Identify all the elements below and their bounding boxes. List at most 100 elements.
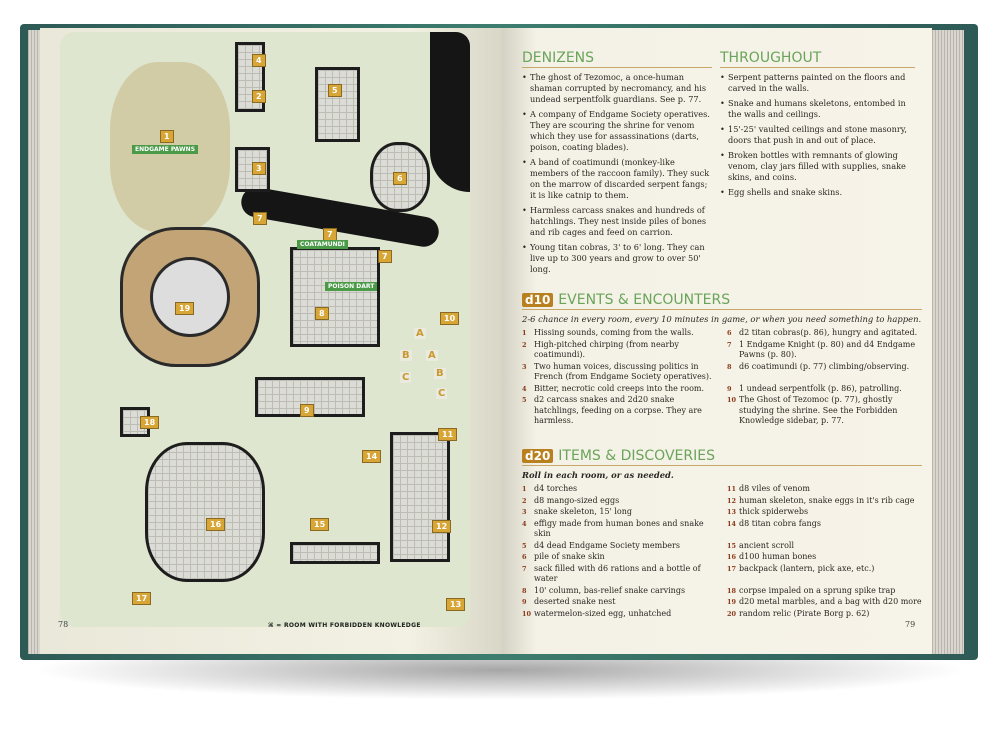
- roll-result: d4 torches: [534, 484, 578, 493]
- roll-result: backpack (lantern, pick axe, etc.): [739, 563, 875, 573]
- throughout-item: Snake and humans skeletons, entombed in …: [720, 98, 915, 120]
- room-number: 12: [432, 520, 452, 533]
- map-tag-coatamundi: COATAMUNDI: [297, 240, 348, 249]
- roll-result: d100 human bones: [739, 552, 817, 561]
- roll-number: 7: [522, 564, 527, 573]
- map-room: [290, 247, 380, 347]
- page-edges-left: [28, 30, 42, 654]
- table-row: 3 snake skeleton, 15' long: [522, 507, 717, 518]
- room-number: 6: [393, 172, 407, 185]
- page-edges-right: [930, 30, 964, 654]
- roll-result: d2 carcass snakes and 2d20 snake hatchli…: [534, 395, 702, 425]
- roll-result: deserted snake nest: [534, 597, 616, 606]
- events-table: 1 Hissing sounds, coming from the walls. 6…: [522, 328, 922, 428]
- roll-result: d8 viles of venom: [739, 484, 810, 493]
- roll-number: 4: [522, 519, 527, 528]
- room-number: 3: [252, 162, 266, 175]
- page-number-left: 78: [58, 620, 69, 629]
- events-note: 2-6 chance in every room, every 10 minut…: [522, 314, 922, 324]
- roll-result: Hissing sounds, coming from the walls.: [534, 328, 694, 337]
- throughout-heading: THROUGHOUT: [720, 50, 915, 68]
- room-number: 4: [252, 54, 266, 67]
- roll-number: 18: [727, 586, 737, 595]
- table-row: 9 1 undead serpentfolk (p. 86), patrollin…: [727, 384, 922, 395]
- room-number: 19: [175, 302, 195, 315]
- map-room: [390, 432, 450, 562]
- denizen-item: The ghost of Tezomoc, a once-human shama…: [522, 72, 712, 105]
- roll-number: 20: [727, 609, 737, 618]
- roll-number: 11: [727, 485, 737, 493]
- roll-number: 2: [522, 496, 527, 505]
- circular-pit: [150, 257, 230, 337]
- d20-badge: d20: [522, 449, 554, 463]
- table-row: 6 pile of snake skin: [522, 552, 717, 563]
- roll-number: 3: [522, 362, 527, 371]
- denizens-section: DENIZENS The ghost of Tezomoc, a once-hu…: [522, 50, 712, 279]
- map-room: [315, 67, 360, 142]
- roll-number: 8: [727, 362, 732, 371]
- roll-number: 6: [522, 553, 527, 561]
- dungeon-map: 1 2 3 4 5 6 7 7 7 8 9 10 11 12 13 14 15 …: [60, 32, 470, 627]
- table-row: 5 d2 carcass snakes and 2d20 snake hatchl…: [522, 395, 717, 427]
- room-number: 10: [440, 312, 460, 325]
- roll-result: d2 titan cobras(p. 86), hungry and agita…: [739, 328, 918, 337]
- roll-number: 10: [522, 609, 532, 618]
- roll-result: Two human voices, discussing politics in…: [534, 361, 712, 382]
- roll-result: snake skeleton, 15' long: [534, 507, 632, 516]
- roll-number: 13: [727, 508, 737, 516]
- roll-result: d8 mango-sized eggs: [534, 495, 620, 505]
- items-note: Roll in each room, or as needed.: [522, 470, 674, 480]
- roll-number: 8: [522, 586, 527, 595]
- throughout-item: Serpent patterns painted on the floors a…: [720, 72, 915, 94]
- roll-number: 9: [727, 384, 732, 393]
- roll-number: 5: [522, 541, 527, 550]
- roll-result: 1 undead serpentfolk (p. 86), patrolling…: [739, 383, 902, 393]
- room-number: 5: [328, 84, 342, 97]
- roll-number: 5: [522, 396, 527, 404]
- room-number: 8: [315, 307, 329, 320]
- throughout-item: 15'-25' vaulted ceilings and stone mason…: [720, 124, 915, 146]
- roll-result: random relic (Pirate Borg p. 62): [739, 608, 870, 618]
- room-number: 11: [438, 428, 458, 441]
- roll-number: 16: [727, 553, 737, 561]
- roll-result: d6 coatimundi (p. 77) climbing/observing…: [739, 361, 910, 371]
- denizen-item: A company of Endgame Society operatives.…: [522, 109, 712, 153]
- roll-result: The Ghost of Tezomoc (p. 77), ghostly st…: [739, 395, 898, 425]
- roll-result: corpse impaled on a sprung spike trap: [739, 585, 896, 595]
- table-row: 1 Hissing sounds, coming from the walls.: [522, 328, 717, 339]
- map-room: [145, 442, 265, 582]
- roll-result: ancient scroll: [739, 540, 794, 550]
- room-number: 18: [140, 416, 160, 429]
- roll-result: sack filled with d6 rations and a bottle…: [534, 563, 701, 584]
- throughout-section: THROUGHOUT Serpent patterns painted on t…: [720, 50, 915, 202]
- denizen-item: A band of coatimundi (monkey-like member…: [522, 157, 712, 201]
- roll-number: 4: [522, 384, 527, 393]
- room-number: 7: [378, 250, 392, 263]
- roll-result: 1 Endgame Knight (p. 80) and d4 Endgame …: [739, 339, 916, 360]
- room-number: 7: [253, 212, 267, 225]
- roll-number: 3: [522, 508, 527, 516]
- table-row: 8 d6 coatimundi (p. 77) climbing/observin…: [727, 362, 922, 383]
- map-legend: ⌘ = ROOM WITH FORBIDDEN KNOWLEDGE: [268, 622, 421, 629]
- roll-number: 6: [727, 329, 732, 337]
- roll-number: 1: [522, 329, 527, 337]
- roll-result: pile of snake skin: [534, 552, 605, 561]
- roll-result: High-pitched chirping (from nearby coati…: [534, 339, 679, 360]
